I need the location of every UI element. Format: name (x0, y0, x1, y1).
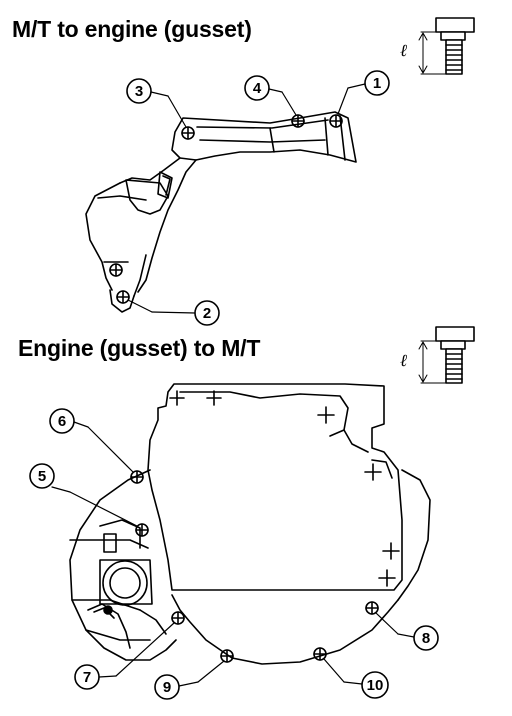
callout-8: 8 (375, 612, 439, 651)
callout-10: 10 (323, 658, 389, 699)
svg-text:ℓ: ℓ (400, 351, 407, 370)
callout-7: 7 (74, 622, 175, 690)
section-title-mt-to-engine: M/T to engine (gusset) (12, 16, 252, 42)
bolt-marker-10 (313, 647, 327, 661)
svg-text:5: 5 (38, 468, 46, 485)
callout-6: 6 (49, 408, 134, 473)
bolt-marker-5 (135, 523, 149, 537)
callout-3: 3 (126, 78, 187, 128)
gusset-drawing (85, 111, 357, 313)
bolt-marker-3 (181, 126, 195, 140)
svg-text:4: 4 (253, 80, 262, 97)
svg-text:7: 7 (83, 669, 91, 686)
engine-block-drawing (69, 383, 431, 665)
svg-text:8: 8 (422, 630, 430, 647)
bolt-length-label-bottom: ℓ (400, 351, 407, 370)
bolt-marker-8 (365, 601, 379, 615)
callout-9: 9 (154, 660, 225, 700)
svg-text:1: 1 (373, 75, 381, 92)
svg-text:3: 3 (135, 83, 143, 100)
bolt-marker-7 (171, 611, 185, 625)
callout-4: 4 (244, 75, 297, 116)
svg-text:2: 2 (203, 305, 211, 322)
bolt-icon-top (418, 17, 475, 75)
callout-1: 1 (337, 70, 390, 115)
callout-5: 5 (29, 463, 138, 527)
svg-text:10: 10 (367, 677, 384, 694)
bolt-marker-1 (329, 114, 343, 128)
locating-pin-markers (169, 390, 400, 587)
callout-2: 2 (127, 299, 220, 326)
svg-text:ℓ: ℓ (400, 41, 407, 60)
stud-marker-top (109, 263, 123, 277)
svg-text:9: 9 (163, 679, 171, 696)
bolt-length-label-top: ℓ (400, 41, 407, 60)
section-title-engine-to-mt: Engine (gusset) to M/T (18, 335, 261, 361)
bolt-marker-4 (291, 114, 305, 128)
bolt-marker-6 (130, 470, 144, 484)
bolt-marker-9 (220, 649, 234, 663)
bolt-icon-bottom (418, 326, 475, 384)
bolt-marker-2 (116, 290, 130, 304)
svg-text:6: 6 (58, 413, 66, 430)
